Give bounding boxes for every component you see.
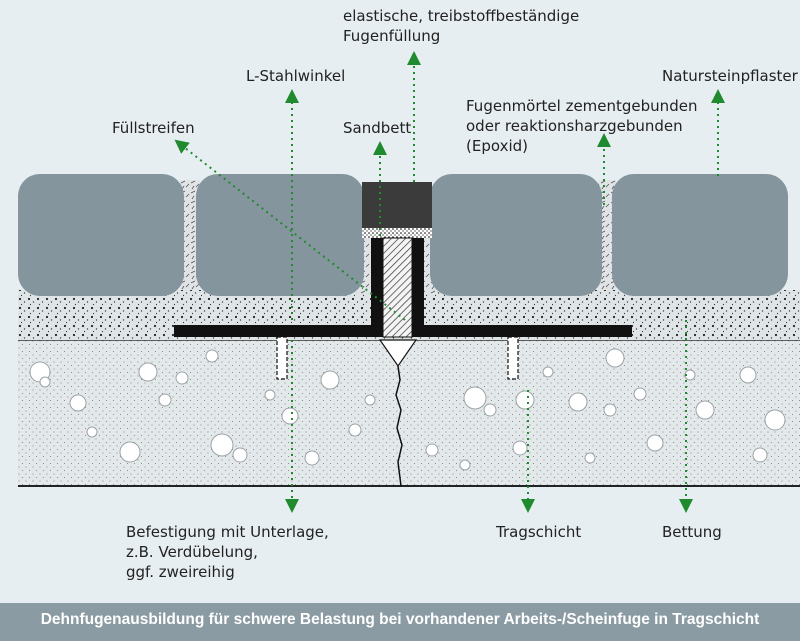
label-fugenmoertel-line1: Fugenmörtel zementgebunden	[466, 97, 698, 115]
anchor-dowel-left	[276, 336, 288, 380]
label-tragschicht: Tragschicht	[496, 523, 582, 541]
label-befestigung-line2: z.B. Verdübelung,	[126, 543, 258, 561]
crack-wedge	[378, 339, 418, 368]
label-fugenmoertel-line2: oder reaktionsharzgebunden	[466, 117, 683, 135]
caption-bar	[0, 603, 800, 641]
elastic-joint-filling	[362, 182, 432, 228]
sand-bed	[362, 228, 432, 238]
joint-mortar-left	[180, 180, 200, 290]
l-steel-angles	[174, 238, 632, 337]
aggregate-pebbles	[29, 348, 786, 471]
label-fuellstreifen: Füllstreifen	[112, 119, 195, 137]
figure-caption: Dehnfugenausbildung für schwere Belastun…	[40, 611, 760, 628]
label-fugenmoertel-line3: (Epoxid)	[466, 137, 528, 155]
label-stahlwinkel: L-Stahlwinkel	[246, 67, 346, 85]
natural-stones	[18, 174, 788, 296]
crack-line	[395, 365, 403, 487]
joint-mortar-right	[598, 180, 616, 290]
label-fugenfuellung-line1: elastische, treibstoffbeständige	[343, 7, 580, 25]
label-bettung: Bettung	[662, 523, 722, 541]
label-natursteinpflaster: Natursteinpflaster	[662, 67, 798, 85]
label-befestigung-line3: ggf. zweireihig	[126, 563, 235, 581]
label-fugenfuellung: elastische, treibstoffbeständige Fugenfü…	[343, 6, 579, 46]
tragschicht-layer	[18, 340, 800, 486]
label-fugenfuellung-line2: Fugenfüllung	[343, 27, 441, 45]
label-befestigung-line1: Befestigung mit Unterlage,	[126, 523, 329, 541]
label-sandbett: Sandbett	[343, 119, 412, 137]
joint-hatch-filler	[382, 237, 413, 338]
anchor-dowel-right	[507, 336, 519, 380]
label-fugenmoertel: Fugenmörtel zementgebunden oder reaktion…	[466, 96, 697, 156]
label-befestigung: Befestigung mit Unterlage, z.B. Verdübel…	[126, 522, 329, 582]
leader-arrows	[174, 51, 725, 513]
